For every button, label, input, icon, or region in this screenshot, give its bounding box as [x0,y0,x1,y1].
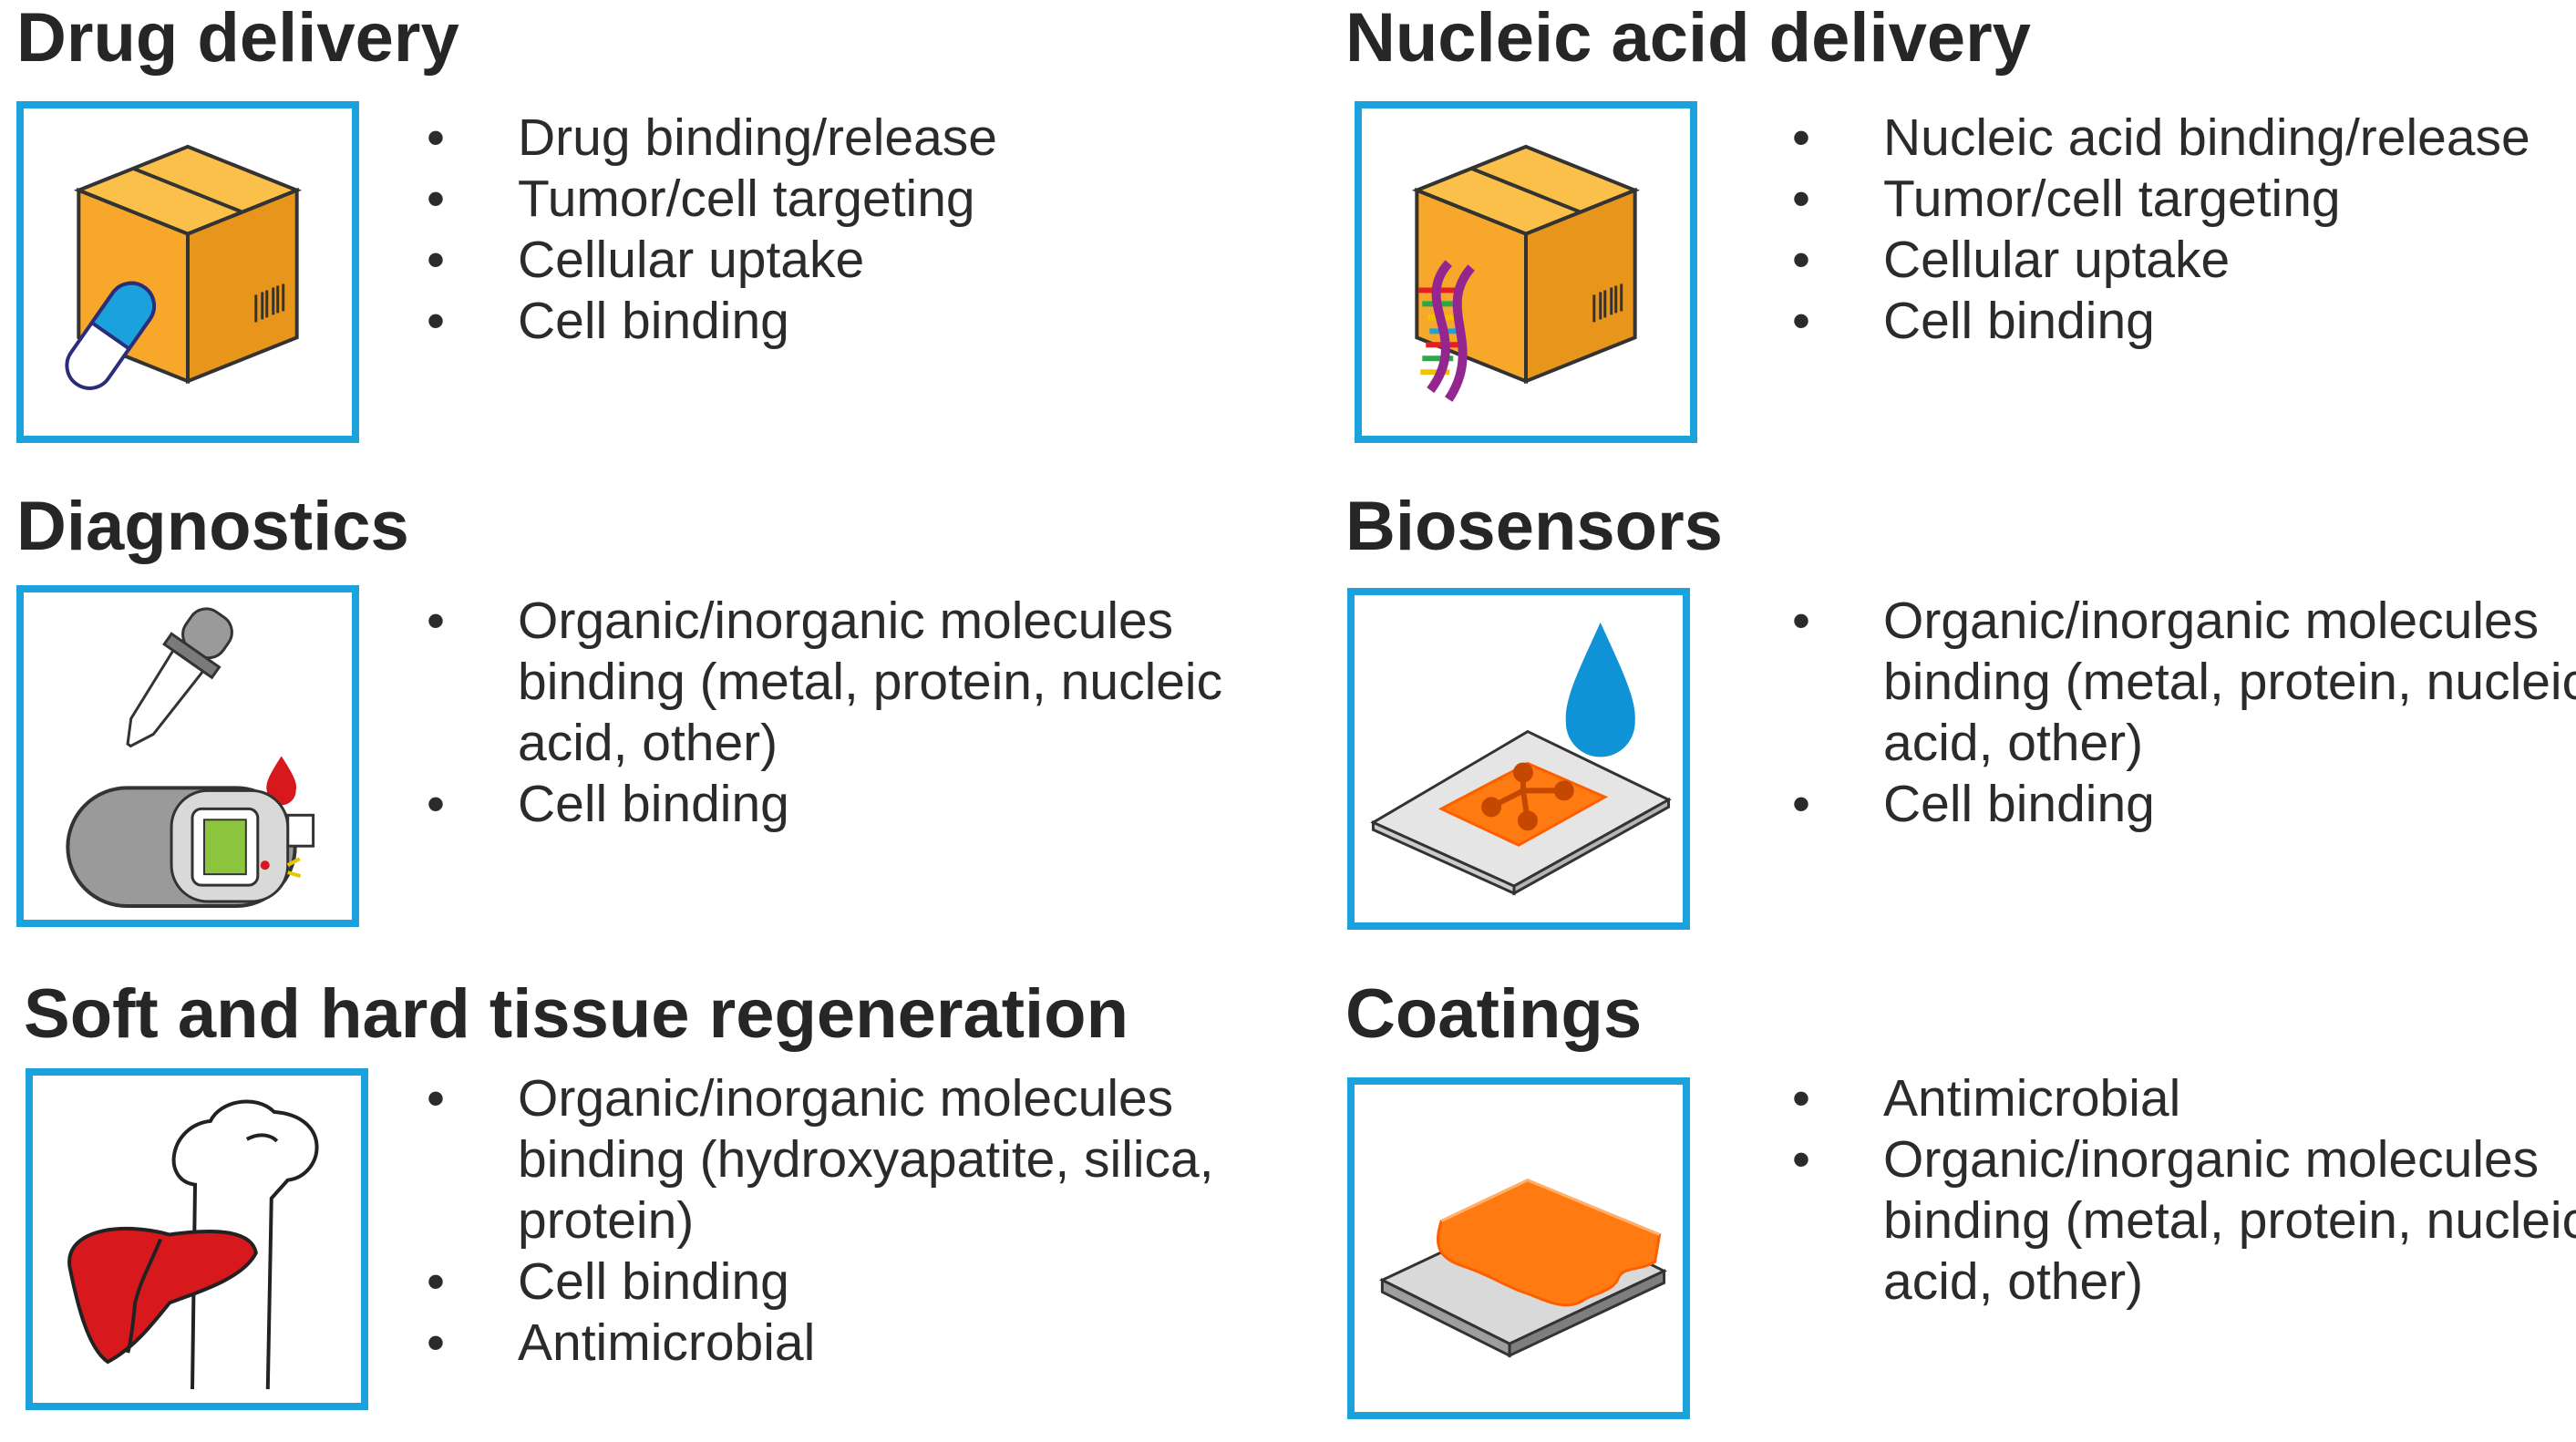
coated-surface-icon [1347,1077,1690,1419]
bullet-item: Cellular uptake [427,230,997,291]
bullet-list: Drug binding/release Tumor/cell targetin… [427,108,997,352]
bone-and-liver-icon [26,1068,368,1410]
biosensor-chip-with-drop-icon [1347,588,1690,930]
bullet-item: Antimicrobial [427,1313,1320,1374]
bullet-list: Organic/inorganic molecules binding (hyd… [427,1068,1320,1374]
bullet-item: Antimicrobial [1792,1068,2576,1129]
bullet-item: Cell binding [1792,774,2576,835]
bullet-item: Cell binding [427,1251,1320,1313]
bullet-list: Organic/inorganic molecules binding (met… [427,591,1320,835]
bullet-item: Organic/inorganic molecules binding (met… [1792,591,2576,774]
bullet-item: Cellular uptake [1792,230,2530,291]
bullet-item: Nucleic acid binding/release [1792,108,2530,169]
package-with-pill-icon [16,101,359,443]
bullet-item: Cell binding [1792,291,2530,352]
bullet-item: Drug binding/release [427,108,997,169]
panel-title: Coatings [1345,975,1643,1053]
bullet-item: Tumor/cell targeting [1792,169,2530,230]
bullet-item: Organic/inorganic molecules binding (met… [1792,1129,2576,1313]
panel-title: Nucleic acid delivery [1345,0,2031,77]
panel-title: Drug delivery [16,0,459,77]
bullet-item: Cell binding [427,291,997,352]
bullet-item: Tumor/cell targeting [427,169,997,230]
bullet-list: Nucleic acid binding/release Tumor/cell … [1792,108,2530,352]
package-with-dna-icon [1355,101,1697,443]
dropper-and-glucometer-icon [16,585,359,927]
bullet-item: Cell binding [427,774,1320,835]
bullet-list: Organic/inorganic molecules binding (met… [1792,591,2576,835]
bullet-item: Organic/inorganic molecules binding (hyd… [427,1068,1320,1251]
panel-title: Biosensors [1345,488,1723,565]
panel-title: Diagnostics [16,488,409,565]
panel-title: Soft and hard tissue regeneration [24,975,1128,1053]
bullet-item: Organic/inorganic molecules binding (met… [427,591,1320,774]
bullet-list: Antimicrobial Organic/inorganic molecule… [1792,1068,2576,1313]
